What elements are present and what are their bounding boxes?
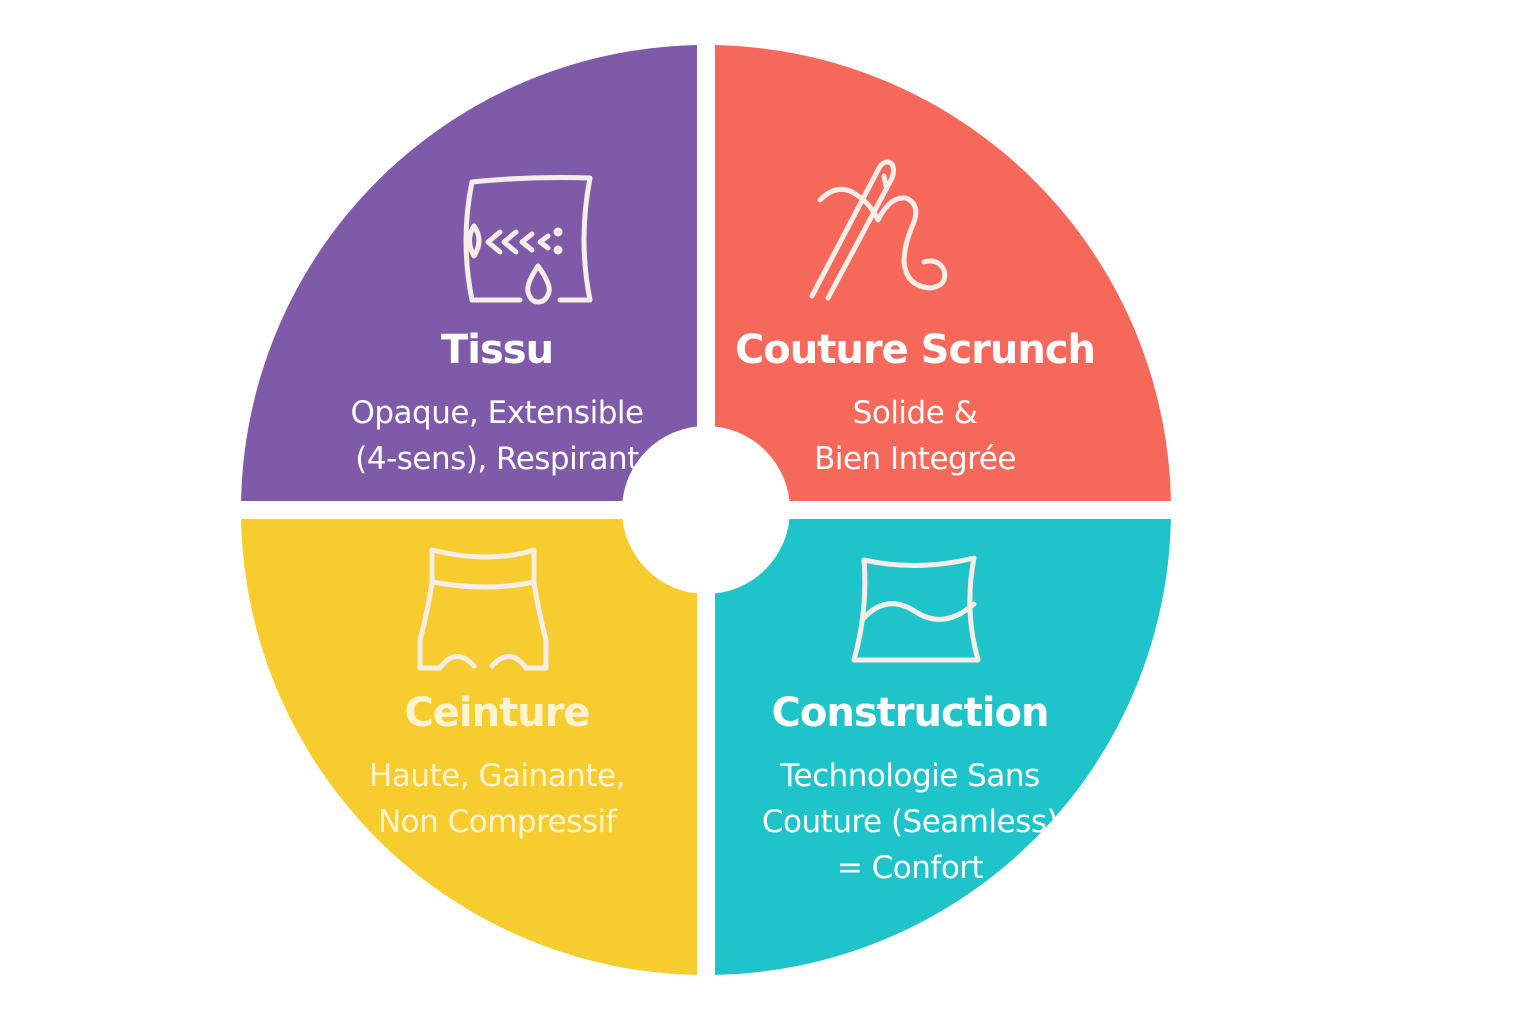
- description-line: Haute, Gainante,: [369, 758, 625, 794]
- segment-ceinture-label: Ceinture Haute, Gainante, Non Compressif: [297, 689, 697, 845]
- seamless-panel-icon: [851, 555, 981, 663]
- high-waist-briefs-icon: [417, 547, 549, 671]
- description-line: = Confort: [836, 850, 984, 886]
- description-line: Couture (Seamless): [761, 804, 1059, 840]
- center-circle: [622, 426, 790, 594]
- segment-tissu-label: Tissu Opaque, Extensible (4-sens), Respi…: [297, 326, 697, 482]
- description-line: Technologie Sans: [780, 758, 1040, 794]
- segment-description: Haute, Gainante, Non Compressif: [297, 753, 697, 845]
- segment-title: Construction: [771, 690, 1050, 736]
- segment-description: Technologie Sans Couture (Seamless) = Co…: [710, 753, 1110, 891]
- description-line: Opaque, Extensible: [350, 395, 644, 431]
- segment-title: Couture Scrunch: [734, 327, 1096, 373]
- segment-couture-scrunch-label: Couture Scrunch Solide & Bien Integrée: [715, 326, 1115, 482]
- segment-description: Solide & Bien Integrée: [715, 390, 1115, 482]
- segment-description: Opaque, Extensible (4-sens), Respirant: [297, 390, 697, 482]
- segment-title: Tissu: [440, 327, 554, 373]
- description-line: Solide &: [852, 395, 978, 431]
- description-line: Non Compressif: [377, 804, 617, 840]
- fabric-stretch-icon: [463, 175, 593, 305]
- description-line: Bien Integrée: [814, 441, 1016, 477]
- description-line: (4-sens), Respirant: [355, 441, 639, 477]
- needle-thread-icon: [809, 159, 948, 301]
- segment-title: Ceinture: [404, 690, 590, 736]
- segment-construction-label: Construction Technologie Sans Couture (S…: [710, 689, 1110, 891]
